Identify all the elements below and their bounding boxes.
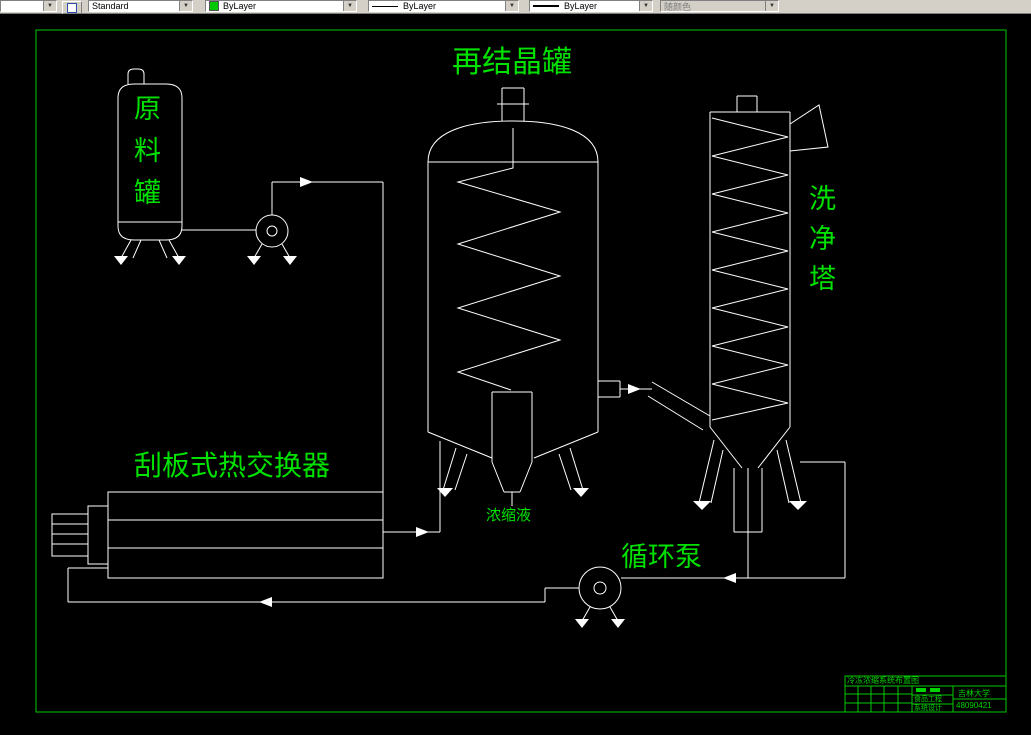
process-flow-diagram bbox=[35, 29, 1007, 713]
color-swatch bbox=[209, 1, 219, 11]
raw-material-tank bbox=[114, 68, 186, 265]
pipe-pump-to-exchanger bbox=[67, 567, 579, 607]
drawing-frame bbox=[35, 29, 1007, 713]
lineweight-value: ByLayer bbox=[564, 1, 598, 11]
lineweight-control-combo[interactable]: ByLayer ▼ bbox=[529, 0, 653, 12]
flow-arrow-left-icon bbox=[723, 573, 736, 583]
chevron-down-icon[interactable]: ▼ bbox=[505, 1, 518, 11]
color-control-combo[interactable]: ByLayer ▼ bbox=[205, 0, 357, 12]
title-block-mark bbox=[916, 688, 926, 692]
label-raw-material-tank: 原料罐 bbox=[130, 94, 160, 220]
toolbar-combo-partial[interactable]: ▼ bbox=[0, 0, 57, 12]
label-concentrate: 浓缩液 bbox=[486, 507, 532, 524]
title-block-drawing-name: 冷冻浓缩系统布置图 bbox=[847, 676, 919, 685]
object-properties-toolbar: ▼ Standard ▼ ByLayer ▼ ByLayer ▼ ByLayer… bbox=[0, 0, 1031, 14]
flow-arrow-right-icon bbox=[416, 527, 429, 537]
title-block-department: 食品工程 bbox=[914, 696, 942, 703]
linetype-sample-icon bbox=[372, 5, 398, 7]
title-block-mark bbox=[930, 688, 940, 692]
label-heat-exchanger: 刮板式热交换器 bbox=[134, 450, 331, 481]
plot-style-combo[interactable]: 随颜色 ▼ bbox=[660, 0, 779, 12]
scraped-surface-heat-exchanger bbox=[51, 491, 384, 579]
pipe-feed-line bbox=[182, 177, 384, 492]
pipe-to-tower bbox=[620, 381, 711, 431]
tower-spiral bbox=[711, 117, 789, 421]
chevron-down-icon[interactable]: ▼ bbox=[43, 1, 56, 11]
title-block bbox=[844, 675, 1007, 713]
flow-arrow-right-icon bbox=[300, 177, 313, 187]
drawing-canvas[interactable] bbox=[0, 14, 1031, 735]
plot-style-value: 随颜色 bbox=[664, 1, 692, 12]
recrystallization-tank bbox=[427, 87, 621, 506]
pipe-return-loop bbox=[621, 461, 846, 583]
label-recrystallization-tank: 再结晶罐 bbox=[452, 46, 572, 79]
chevron-down-icon[interactable]: ▼ bbox=[765, 1, 778, 11]
feed-pump bbox=[247, 214, 297, 265]
color-value: ByLayer bbox=[223, 1, 257, 11]
layer-sheet-icon[interactable] bbox=[62, 1, 82, 14]
label-washing-tower: 洗净塔 bbox=[805, 184, 835, 304]
linetype-control-combo[interactable]: ByLayer ▼ bbox=[368, 0, 519, 12]
lineweight-sample-icon bbox=[533, 5, 559, 7]
chevron-down-icon[interactable]: ▼ bbox=[179, 1, 192, 11]
tower-top-chute bbox=[789, 104, 829, 152]
motor bbox=[51, 513, 89, 557]
linetype-value: ByLayer bbox=[403, 1, 437, 11]
sheet-icon bbox=[67, 2, 77, 13]
text-style-combo[interactable]: Standard ▼ bbox=[88, 0, 193, 12]
title-block-student-id: 48090421 bbox=[956, 701, 992, 710]
chevron-down-icon[interactable]: ▼ bbox=[343, 1, 356, 11]
title-block-project: 系统设计 bbox=[914, 705, 942, 712]
text-style-value: Standard bbox=[92, 1, 129, 11]
flow-arrow-left-icon bbox=[259, 597, 272, 607]
pipe-exchanger-to-tank bbox=[383, 441, 441, 537]
title-block-university: 吉林大学 bbox=[958, 689, 990, 698]
chevron-down-icon[interactable]: ▼ bbox=[639, 1, 652, 11]
label-circulation-pump: 循环泵 bbox=[621, 542, 702, 572]
washing-tower bbox=[693, 95, 829, 578]
flow-arrow-right-icon bbox=[628, 384, 641, 394]
circulation-pump bbox=[575, 566, 625, 628]
cooling-coil bbox=[456, 128, 562, 391]
